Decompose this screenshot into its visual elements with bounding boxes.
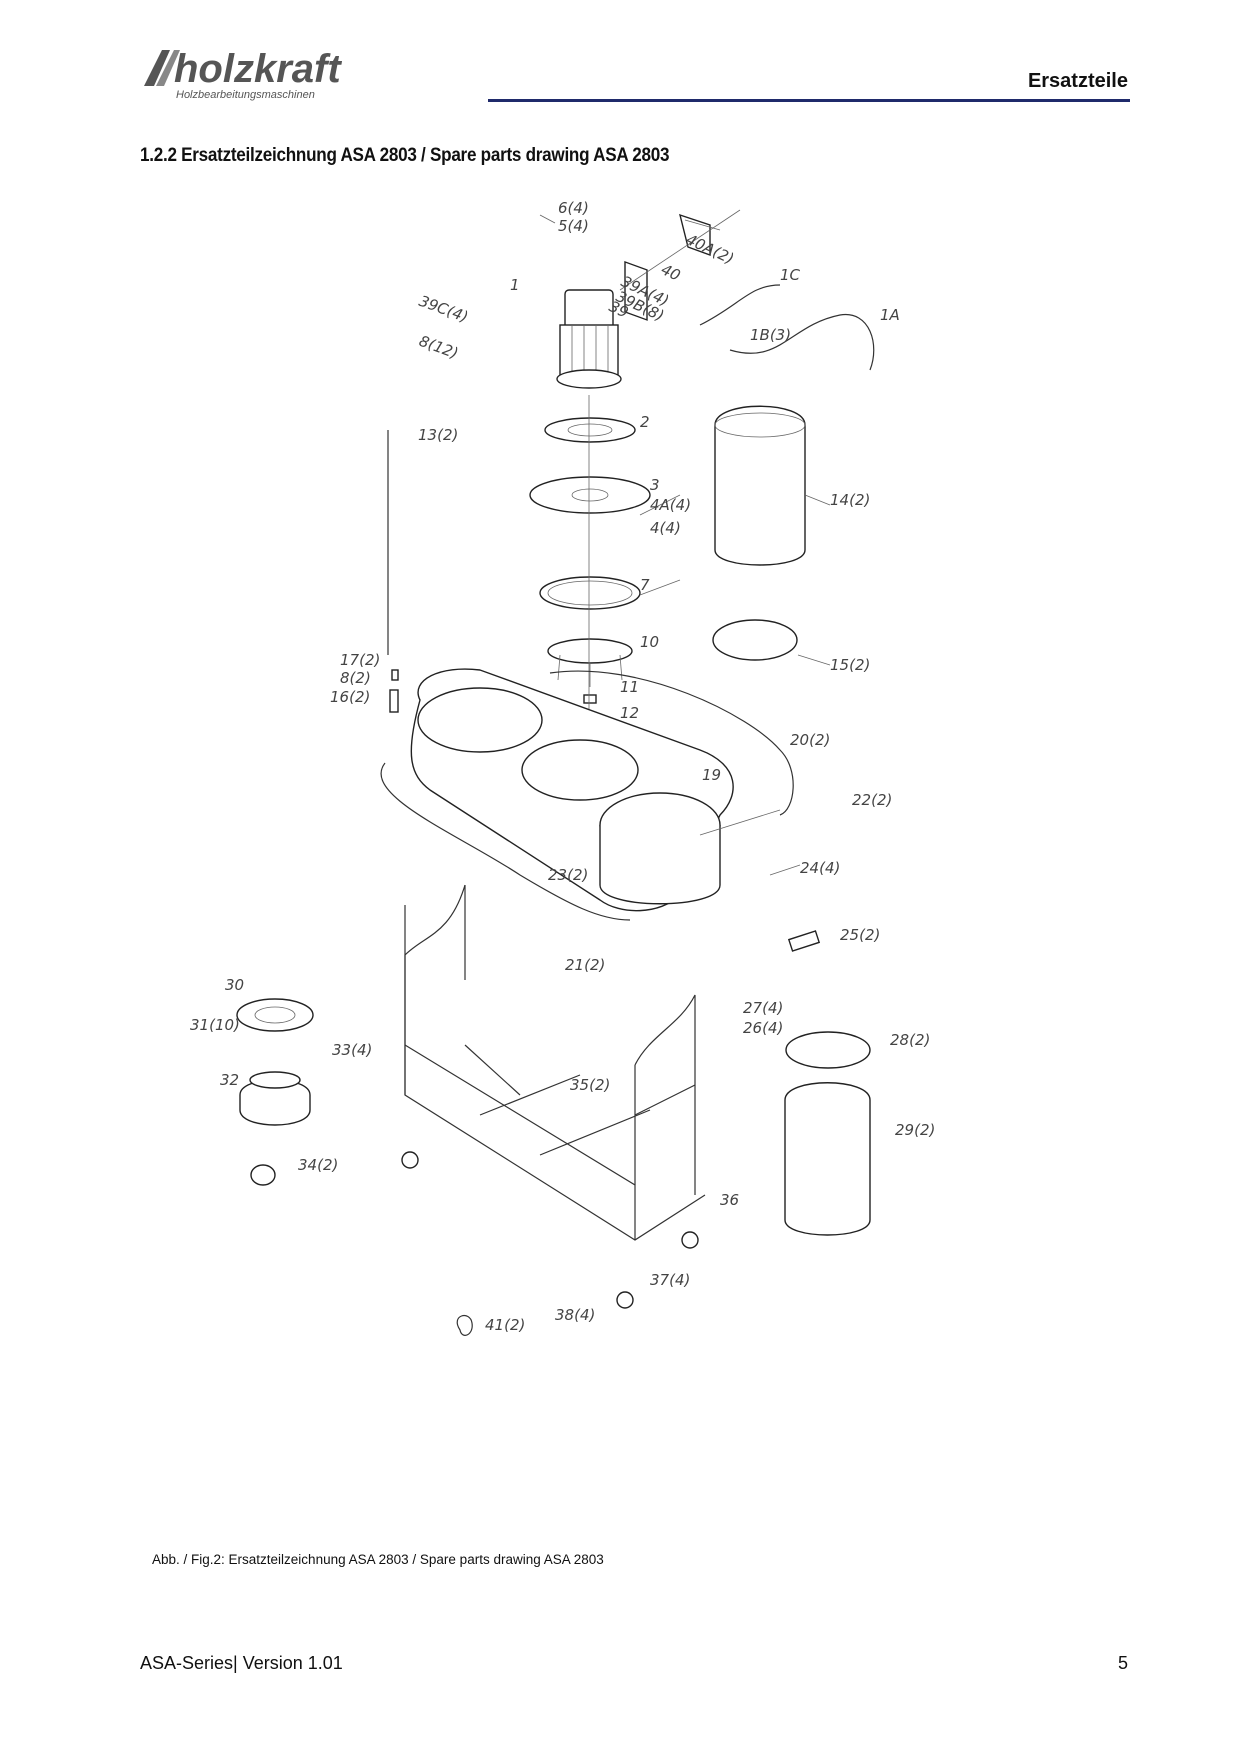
callout-label: 1A	[880, 306, 900, 324]
callout-label: 35(2)	[570, 1076, 610, 1094]
figure-caption: Abb. / Fig.2: Ersatzteilzeichnung ASA 28…	[152, 1552, 604, 1567]
callout-label: 13(2)	[418, 426, 458, 444]
callout-label: 33(4)	[332, 1041, 372, 1059]
callout-label: 22(2)	[852, 791, 892, 809]
callout-label: 39C(4)	[417, 292, 471, 326]
svg-text:holzkraft: holzkraft	[174, 47, 342, 91]
callout-label: 41(2)	[485, 1316, 525, 1334]
callout-label: 26(4)	[743, 1019, 783, 1037]
callout-label: 21(2)	[565, 956, 605, 974]
header-rule	[488, 99, 1130, 102]
callout-label: 4(4)	[650, 519, 681, 537]
callout-label: 1C	[780, 266, 801, 284]
callout-label: 1	[510, 276, 520, 294]
svg-text:Holzbearbeitungsmaschinen: Holzbearbeitungsmaschinen	[176, 89, 315, 101]
callout-label: 23(2)	[548, 866, 588, 884]
callout-label: 40	[658, 260, 683, 284]
callout-label: 11	[620, 678, 639, 696]
holzkraft-logo: holzkraft Holzbearbeitungsmaschinen	[144, 47, 342, 101]
callout-label: 17(2)	[340, 651, 380, 669]
callout-label: 7	[640, 576, 650, 594]
callout-label: 10	[640, 633, 659, 651]
callout-label: 29(2)	[895, 1121, 935, 1139]
main-housing	[410, 668, 734, 912]
callout-label: 12	[620, 704, 639, 722]
callout-label: 2	[640, 413, 650, 431]
callout-label: 28(2)	[890, 1031, 930, 1049]
callout-label: 5(4)	[558, 217, 589, 235]
callout-label: 19	[702, 766, 721, 784]
filter-bag	[714, 405, 806, 566]
section-heading: 1.2.2 Ersatzteilzeichnung ASA 2803 / Spa…	[140, 145, 670, 166]
motor	[556, 289, 622, 389]
callout-label: 32	[220, 1071, 239, 1089]
callout-label: 38(4)	[555, 1306, 595, 1324]
callout-label: 34(2)	[298, 1156, 338, 1174]
callout-label: 4A(4)	[650, 496, 691, 514]
callout-label: 16(2)	[330, 688, 370, 706]
page-number: 5	[1117, 1653, 1128, 1673]
callout-label: 37(4)	[650, 1271, 690, 1289]
callout-label: 27(4)	[743, 999, 783, 1017]
callout-label: 6(4)	[558, 199, 589, 217]
frame	[404, 884, 706, 1241]
callout-label: 31(10)	[190, 1016, 240, 1034]
callout-label: 30	[225, 976, 244, 994]
callout-label: 25(2)	[840, 926, 880, 944]
callout-label: 24(4)	[800, 859, 840, 877]
callout-label: 36	[720, 1191, 739, 1209]
footer-version: ASA-Series| Version 1.01	[140, 1653, 343, 1673]
callout-label: 15(2)	[830, 656, 870, 674]
callout-label: 20(2)	[790, 731, 830, 749]
spare-parts-drawing: 6(4) 5(4) 40A(2) 40 39A(4) 39B(8) 39 1 3…	[190, 199, 935, 1336]
callout-label: 8(12)	[417, 332, 461, 363]
callout-label: 1B(3)	[750, 326, 791, 344]
section-label: Ersatzteile	[1027, 70, 1128, 92]
callout-label: 3	[650, 476, 660, 494]
callout-label: 14(2)	[830, 491, 870, 509]
callout-label: 8(2)	[340, 669, 371, 687]
